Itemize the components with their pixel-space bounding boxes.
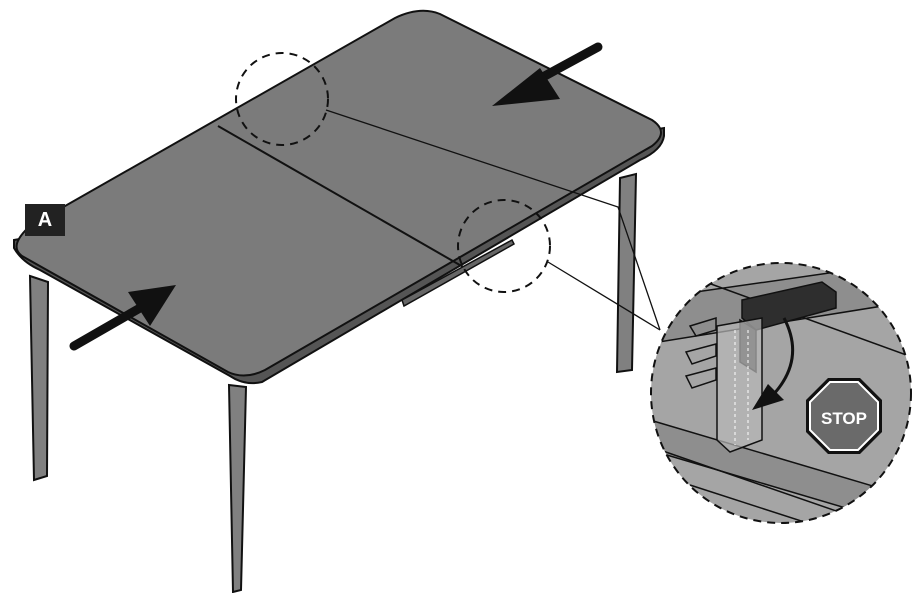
arrow-right-icon: [492, 42, 603, 106]
leg-front-right: [227, 383, 248, 593]
curved-arrow-icon: [752, 317, 795, 410]
highlight-circle-top: [235, 52, 329, 146]
highlight-circle-rail: [457, 199, 551, 293]
table-legs: [28, 172, 638, 593]
stop-bracket: [684, 281, 837, 453]
stop-sign-icon: STOP: [806, 378, 882, 454]
extension-rail: [401, 238, 515, 308]
leg-front-left: [28, 274, 50, 482]
detail-view: STOP: [650, 262, 912, 524]
arrow-right-icon: [69, 285, 176, 351]
stop-sign-text: STOP: [821, 409, 867, 428]
step-badge: A: [25, 204, 65, 236]
table-split-seam: [217, 125, 466, 269]
leader-lines: [325, 109, 661, 331]
leg-back-right: [615, 172, 638, 374]
